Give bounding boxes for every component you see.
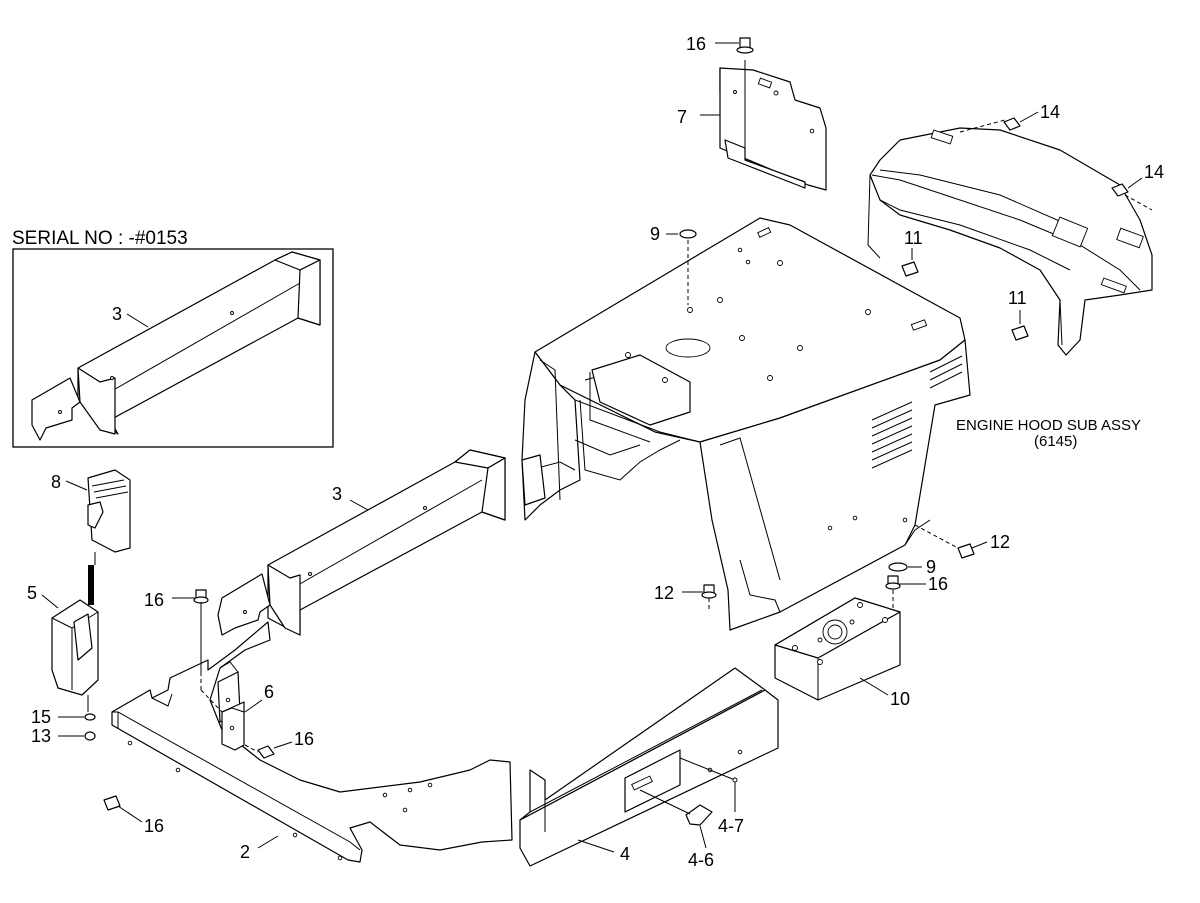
latch-4-6-icon	[685, 804, 713, 826]
part-8-light	[65, 469, 131, 565]
callout-4-7: 4-7	[718, 816, 744, 836]
callout-16-right: 16	[928, 574, 948, 594]
nut-13-icon	[58, 731, 96, 741]
callout-4: 4	[620, 844, 630, 864]
callout-3-inset: 3	[112, 304, 122, 324]
assembly-note-line1: ENGINE HOOD SUB ASSY	[956, 417, 1141, 434]
hood-vents	[871, 355, 963, 469]
callout-11-b: 11	[1008, 288, 1027, 308]
callout-8: 8	[51, 472, 61, 492]
bolt-16-mid-icon	[244, 741, 293, 759]
inset-title: SERIAL NO : -#0153	[12, 228, 188, 249]
callout-2: 2	[240, 842, 250, 862]
part-6-bracket	[221, 699, 263, 751]
inset-serial-detail: SERIAL NO : -#0153 3	[12, 228, 334, 448]
callout-16-mid: 16	[294, 729, 314, 749]
callout-15: 15	[31, 707, 51, 727]
part-10-box	[774, 597, 901, 701]
callout-11-a: 11	[904, 228, 923, 248]
part-5-module	[41, 565, 99, 712]
callout-6: 6	[264, 682, 274, 702]
bolt-14-b-icon	[1111, 177, 1143, 197]
assembly-note-line2: (6145)	[1034, 433, 1077, 450]
bolt-16-left-icon	[172, 589, 223, 713]
callout-16-bottom: 16	[144, 816, 164, 836]
callout-5: 5	[27, 583, 37, 603]
grommet-9-top-icon	[679, 229, 697, 239]
bolt-14-a-icon	[1003, 111, 1039, 131]
callout-10: 10	[890, 689, 910, 709]
bolt-11-b-icon	[1011, 310, 1029, 341]
callout-14-b: 14	[1144, 162, 1164, 182]
callout-3-main: 3	[332, 484, 342, 504]
callout-14-a: 14	[1040, 102, 1060, 122]
rear-shroud	[867, 119, 1153, 356]
bolt-16-right-icon	[885, 575, 926, 608]
inset-part-3-panel	[31, 251, 321, 441]
callout-9-top: 9	[650, 224, 660, 244]
bolt-16-bottom-icon	[103, 795, 143, 823]
bolt-12-a-icon	[914, 524, 988, 559]
callout-13: 13	[31, 726, 51, 746]
bolt-12-b-icon	[682, 584, 717, 612]
callout-12-b: 12	[654, 583, 674, 603]
inset-frame	[12, 248, 334, 448]
engine-hood	[521, 217, 971, 631]
part-3-panel	[217, 449, 506, 636]
washer-15-icon	[58, 713, 96, 721]
callout-16-left: 16	[144, 590, 164, 610]
callout-16-top: 16	[686, 34, 706, 54]
grommet-9-low-icon	[888, 562, 922, 572]
callout-4-6: 4-6	[688, 850, 714, 870]
bolt-11-a-icon	[901, 248, 919, 277]
callout-12-a: 12	[990, 532, 1010, 552]
callout-9-low: 9	[926, 557, 936, 577]
callout-7: 7	[677, 107, 687, 127]
part-7-bracket	[700, 37, 827, 191]
part-4-bumper	[519, 667, 779, 867]
